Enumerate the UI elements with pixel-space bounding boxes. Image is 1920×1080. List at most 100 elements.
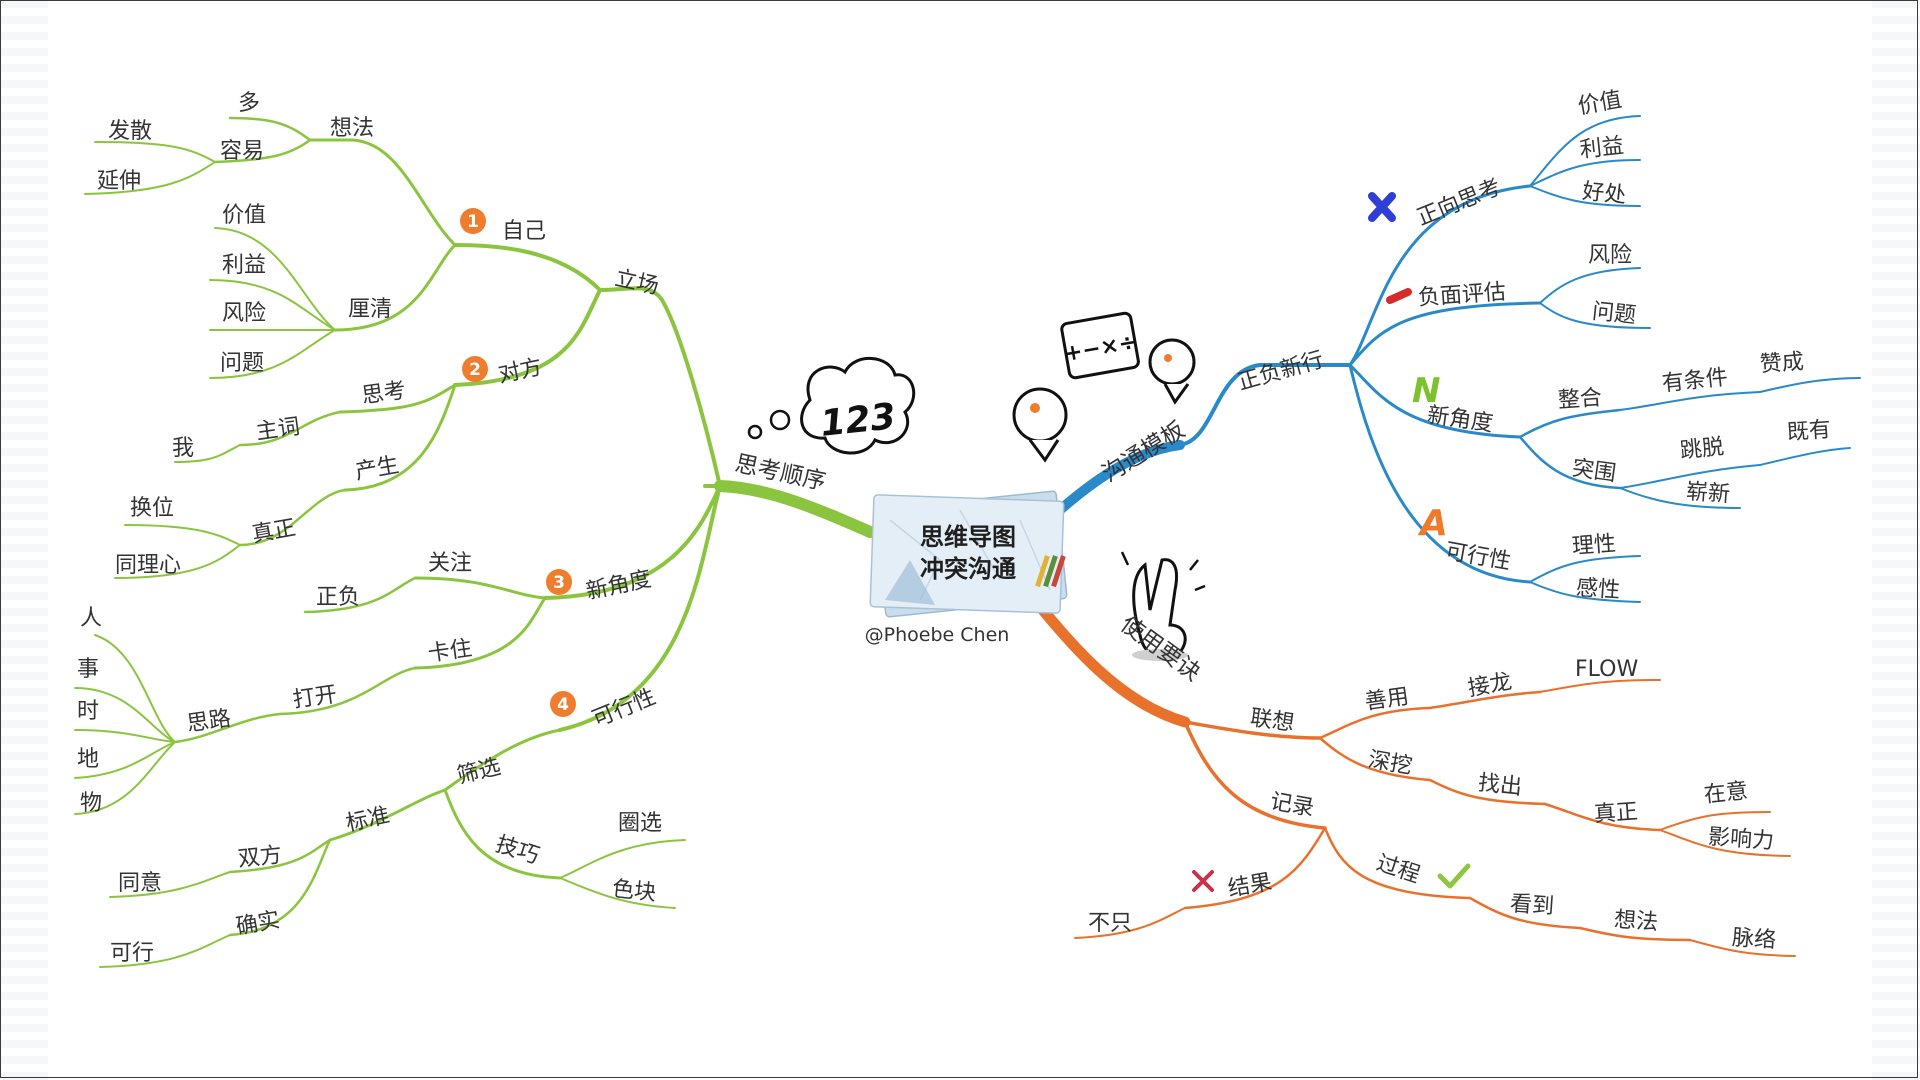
line-conditional xyxy=(1619,391,1761,411)
svg-text:1: 1 xyxy=(467,212,479,232)
topic-negative: 负面评估 xyxy=(1417,280,1507,311)
line-posneg xyxy=(303,576,417,614)
node-thinking: 思路 xyxy=(185,706,232,737)
topic-associate: 联想 xyxy=(1249,706,1296,737)
line-existing xyxy=(1759,447,1851,466)
node-empathy: 同理心 xyxy=(115,553,181,578)
line-both xyxy=(228,838,332,874)
pencils-icon xyxy=(1035,555,1066,588)
line-context xyxy=(1689,939,1796,957)
node-person: 人 xyxy=(80,606,102,631)
line-pos-benefit xyxy=(1529,185,1641,207)
line-extend xyxy=(84,161,216,195)
thought-bubble-123-icon: 123 xyxy=(747,356,916,455)
node-time: 时 xyxy=(77,699,99,724)
node-influence: 影响力 xyxy=(1707,825,1775,855)
line-thinking xyxy=(173,712,282,744)
node-breakout: 突围 xyxy=(1571,456,1618,487)
line-stance xyxy=(598,286,722,488)
line-feasible xyxy=(558,484,722,732)
node-subject: 主词 xyxy=(254,414,301,445)
badge-4: 4 xyxy=(550,691,576,717)
branch-thinking-order-trunk xyxy=(714,480,876,538)
line-find xyxy=(1428,778,1547,806)
line-swap xyxy=(124,524,241,546)
node-easy: 容易 xyxy=(220,139,264,164)
node-emotional: 感性 xyxy=(1575,575,1621,603)
line-value xyxy=(214,227,336,331)
node-fresh: 崭新 xyxy=(1685,479,1731,507)
node-flow: FLOW xyxy=(1575,657,1638,682)
badge-1: 1 xyxy=(460,208,486,234)
right-top-labels: 沟通模板 正负新行 正向思考 价值 利益 好处 负面评估 风险 问题 新角度 整… xyxy=(1098,87,1832,603)
node-swap: 换位 xyxy=(130,496,174,521)
topic-feasibility-r: 可行性 xyxy=(1443,539,1512,575)
line-doable xyxy=(99,934,231,968)
line-not-only xyxy=(1074,907,1186,939)
line-object xyxy=(74,741,176,815)
line-real-r xyxy=(1543,802,1662,832)
svg-text:3: 3 xyxy=(553,573,565,593)
line-place xyxy=(74,741,176,779)
topic-comm-template: 沟通模板 xyxy=(1098,417,1190,488)
victory-hand-icon xyxy=(1120,551,1206,661)
node-many: 多 xyxy=(238,91,260,116)
line-pos-interest xyxy=(1529,159,1641,187)
line-use-well xyxy=(1318,706,1432,740)
line-care xyxy=(1659,811,1771,831)
center-title-line1: 思维导图 xyxy=(920,523,1016,551)
node-approve: 赞成 xyxy=(1759,349,1805,377)
topic-new-angle-l: 新角度 xyxy=(584,567,654,605)
node-interest-l: 利益 xyxy=(222,253,266,278)
line-idea xyxy=(308,138,457,247)
node-not-only: 不只 xyxy=(1088,911,1132,936)
badge-2: 2 xyxy=(462,356,488,382)
node-idea-r: 想法 xyxy=(1613,907,1659,935)
line-time xyxy=(74,729,176,743)
center-card-flap xyxy=(885,560,935,605)
svg-text:A: A xyxy=(1417,503,1448,544)
node-risk-l: 风险 xyxy=(222,301,266,326)
line-open xyxy=(278,666,417,716)
line-indeed xyxy=(228,838,332,937)
line-subject xyxy=(238,410,342,447)
node-neg-problem: 问题 xyxy=(1591,299,1637,328)
line-integrate xyxy=(1518,408,1622,439)
line-easy xyxy=(213,138,312,164)
node-idea: 想法 xyxy=(330,116,374,141)
node-context: 脉络 xyxy=(1731,925,1777,953)
node-result: 结果 xyxy=(1226,870,1274,902)
node-agree: 同意 xyxy=(118,871,162,896)
topic-self: 自己 xyxy=(502,219,546,244)
node-value-l: 价值 xyxy=(222,203,266,228)
svg-text:N: N xyxy=(1412,371,1440,411)
node-problem-l: 问题 xyxy=(220,351,264,376)
line-skill xyxy=(443,788,562,880)
line-think xyxy=(338,383,457,414)
node-find: 找出 xyxy=(1477,771,1523,800)
right-margin-pattern xyxy=(1872,0,1920,1080)
line-approve xyxy=(1759,377,1861,393)
line-filter xyxy=(443,728,562,792)
blue-branch-lines xyxy=(1055,115,1861,603)
x-mark-icon xyxy=(1192,870,1214,892)
line-neg-risk xyxy=(1539,267,1641,304)
line-rational xyxy=(1529,555,1641,583)
node-use-well: 善用 xyxy=(1363,684,1410,715)
line-influence xyxy=(1659,829,1791,857)
line-circle xyxy=(559,839,686,879)
line-record xyxy=(1183,720,1327,830)
node-matter: 事 xyxy=(77,657,99,682)
node-standard: 标准 xyxy=(344,803,392,837)
check-mark-icon xyxy=(1437,863,1471,889)
node-doable: 可行 xyxy=(110,941,154,966)
line-other xyxy=(453,288,602,387)
svg-text:2: 2 xyxy=(469,360,481,380)
line-self xyxy=(453,243,602,292)
line-agree xyxy=(109,871,231,898)
node-diverge: 发散 xyxy=(108,119,152,144)
center-title-line2: 冲突沟通 xyxy=(920,555,1016,583)
central-topic: 思维导图 冲突沟通 @Phoebe Chen xyxy=(865,490,1068,646)
